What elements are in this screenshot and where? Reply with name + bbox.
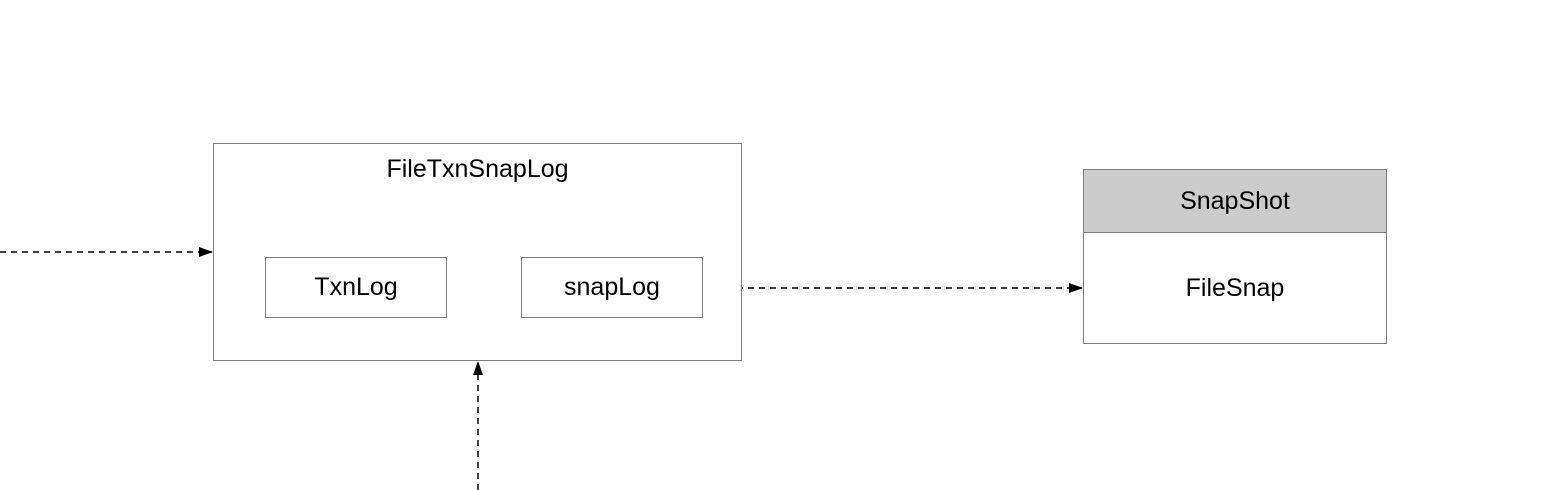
snaplog-node: snapLog bbox=[521, 257, 703, 318]
snaplog-label: snapLog bbox=[564, 273, 660, 301]
filesnap-label: FileSnap bbox=[1185, 273, 1285, 302]
txnlog-label: TxnLog bbox=[314, 273, 398, 301]
filetxnsnaplog-title: FileTxnSnapLog bbox=[386, 155, 569, 183]
snapshot-header-label: SnapShot bbox=[1180, 186, 1290, 215]
snapshot-header: SnapShot bbox=[1084, 170, 1386, 233]
filetxnsnaplog-container: FileTxnSnapLog bbox=[213, 143, 742, 361]
txnlog-node: TxnLog bbox=[265, 257, 447, 318]
snapshot-node: SnapShot FileSnap bbox=[1083, 169, 1387, 344]
snapshot-body: FileSnap bbox=[1084, 233, 1386, 343]
